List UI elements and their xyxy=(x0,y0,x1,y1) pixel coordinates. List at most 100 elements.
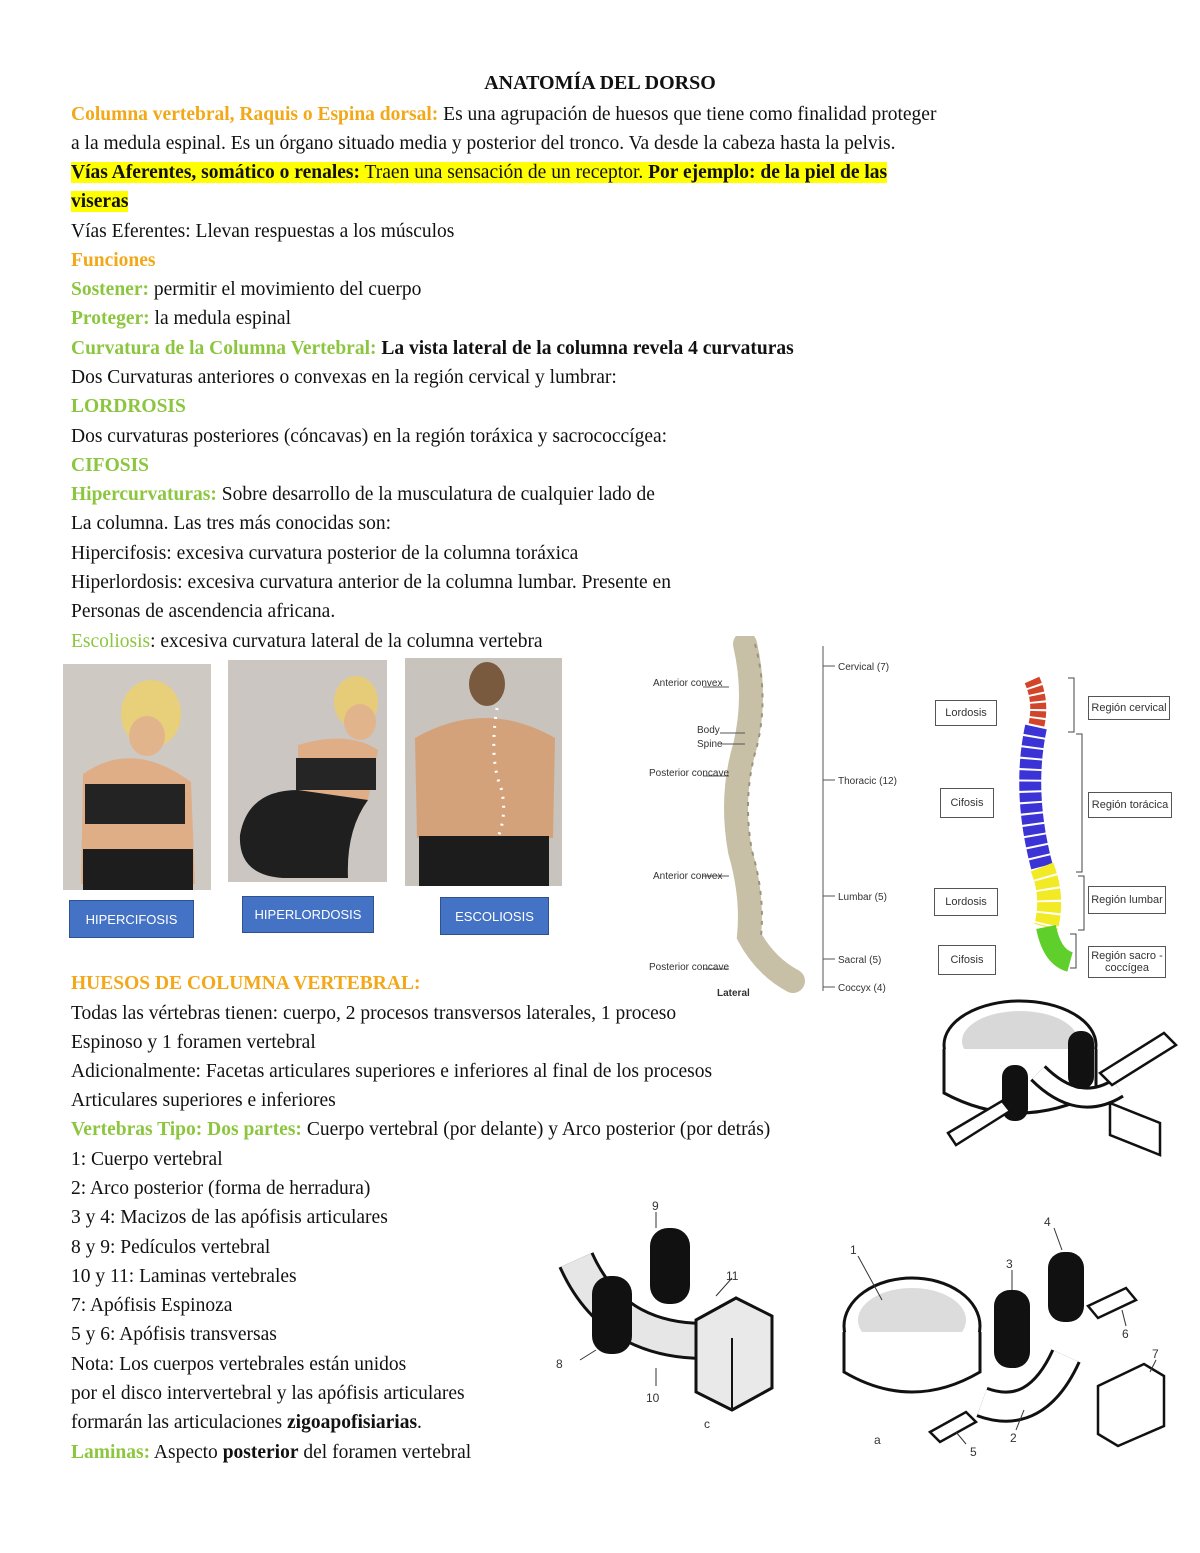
curvature-line: Curvatura de la Columna Vertebral: La vi… xyxy=(71,336,794,362)
label-a-6: 6 xyxy=(1122,1327,1129,1341)
bones-line-1: Todas las vértebras tienen: cuerpo, 2 pr… xyxy=(71,1003,677,1024)
page-title: ANATOMÍA DEL DORSO xyxy=(484,72,716,94)
note-period: . xyxy=(417,1412,422,1433)
part-item-3: 3 y 4: Macizos de las apófisis articular… xyxy=(71,1207,388,1228)
color-label-lumbar: Región lumbar xyxy=(1088,886,1166,914)
intro-line-2: a la medula espinal. Es un órgano situad… xyxy=(71,133,896,154)
part-item-1: 1: Cuerpo vertebral xyxy=(71,1149,223,1170)
hipercifosis-photo xyxy=(63,664,211,890)
label-a-1: 1 xyxy=(850,1243,857,1257)
lateral-label-sacral: Sacral (5) xyxy=(838,955,881,966)
part-item-4: 8 y 9: Pedículos vertebral xyxy=(71,1237,271,1258)
colored-spine-diagram xyxy=(1019,676,1074,972)
laminas-term: Laminas: xyxy=(71,1442,151,1463)
label-c-11: 11 xyxy=(726,1269,739,1283)
color-label-lordosis-2: Lordosis xyxy=(934,888,998,916)
lateral-label-anterior-2: Anterior convex xyxy=(653,871,722,882)
lateral-label-posterior-2: Posterior concave xyxy=(649,962,729,973)
hiperlordosis-line-2: Personas de ascendencia africana. xyxy=(71,601,336,622)
label-a-5: 5 xyxy=(970,1445,977,1459)
lateral-label-coccyx: Coccyx (4) xyxy=(838,983,886,994)
laminas-text-c: del foramen vertebral xyxy=(298,1442,472,1463)
lateral-spine-diagram: Anterior convex Body Spine Posterior con… xyxy=(649,636,897,998)
laminas-line: Laminas: Aspecto posterior del foramen v… xyxy=(71,1440,471,1466)
protect-term: Proteger: xyxy=(71,308,150,329)
lateral-label-anterior-1: Anterior convex xyxy=(653,678,722,689)
hiperlordosis-photo xyxy=(228,660,387,882)
colored-spine-brackets xyxy=(1068,677,1085,969)
anterior-curves-line: Dos Curvaturas anteriores o convexas en … xyxy=(71,367,617,388)
hyper-line: Hipercurvaturas: Sobre desarrollo de la … xyxy=(71,482,655,508)
lateral-label-spine: Spine xyxy=(697,739,723,750)
hyper-term: Hipercurvaturas: xyxy=(71,484,217,505)
color-label-sacro: Región sacro - coccígea xyxy=(1088,946,1166,978)
part-item-6: 7: Apófisis Espinoza xyxy=(71,1295,233,1316)
afferent-example-2: viseras xyxy=(71,191,129,212)
afferent-line-2: viseras xyxy=(71,189,129,215)
afferent-line-1: Vías Aferentes, somático o renales: Trae… xyxy=(71,160,888,186)
escoliosis-term: Escoliosis xyxy=(71,631,151,652)
color-label-cifosis-2: Cifosis xyxy=(938,945,996,975)
label-c-9: 9 xyxy=(652,1200,659,1213)
part-item-2: 2: Arco posterior (forma de herradura) xyxy=(71,1178,371,1199)
afferent-term: Vías Aferentes, somático o renales: xyxy=(71,162,361,183)
color-label-toracica: Región torácica xyxy=(1088,792,1172,818)
lateral-label-thoracic: Thoracic (12) xyxy=(838,776,897,787)
functions-heading: Funciones xyxy=(71,250,156,271)
color-label-lordosis-1: Lordosis xyxy=(935,700,997,726)
label-a-a: a xyxy=(874,1433,881,1447)
label-c-10: 10 xyxy=(646,1391,660,1405)
lateral-label-posterior-1: Posterior concave xyxy=(649,768,729,779)
afferent-highlight: Vías Aferentes, somático o renales: Trae… xyxy=(71,162,888,183)
afferent-example: Por ejemplo: de la piel de las xyxy=(648,162,888,183)
intro-line-1: Columna vertebral, Raquis o Espina dorsa… xyxy=(71,102,936,128)
curvature-text: La vista lateral de la columna revela 4 … xyxy=(376,338,794,359)
intro-text-1: Es una agrupación de huesos que tiene co… xyxy=(438,104,937,125)
label-a-2: 2 xyxy=(1010,1431,1017,1445)
posterior-curves-line: Dos curvaturas posteriores (cóncavas) en… xyxy=(71,426,668,447)
part-item-7: 5 y 6: Apófisis transversas xyxy=(71,1324,277,1345)
note-text: formarán las articulaciones xyxy=(71,1412,288,1433)
bones-heading: HUESOS DE COLUMNA VERTEBRAL: xyxy=(71,973,421,994)
vertebra-type-line: Vertebras Tipo: Dos partes: Cuerpo verte… xyxy=(71,1117,770,1143)
label-a-4: 4 xyxy=(1044,1215,1051,1229)
protect-text: la medula espinal xyxy=(149,308,291,329)
hiperlordosis-line: Hiperlordosis: excesiva curvatura anteri… xyxy=(71,572,671,593)
laminas-posterior: posterior xyxy=(222,1442,299,1463)
escoliosis-line: Escoliosis: excesiva curvatura lateral d… xyxy=(71,629,543,655)
cifosis-heading: CIFOSIS xyxy=(71,455,150,476)
hipercifosis-line: Hipercifosis: excesiva curvatura posteri… xyxy=(71,543,579,564)
zigoapofisiarias-term: zigoapofisiarias xyxy=(287,1412,418,1433)
lateral-label-bottom: Lateral xyxy=(717,988,750,998)
afferent-text: Traen una sensación de un receptor. xyxy=(360,162,649,183)
escoliosis-text: : excesiva curvatura lateral de la colum… xyxy=(150,631,543,652)
vertebra-type-term: Vertebras Tipo: Dos partes: xyxy=(71,1119,302,1140)
vertebra-arch-diagram-c: 9 11 8 10 c xyxy=(556,1200,774,1431)
bones-line-4: Articulares superiores e inferiores xyxy=(71,1090,336,1111)
sustain-term: Sostener: xyxy=(71,279,149,300)
label-c-8: 8 xyxy=(556,1357,563,1371)
bones-line-3: Adicionalmente: Facetas articulares supe… xyxy=(71,1061,713,1082)
vertebra-type-text: Cuerpo vertebral (por delante) y Arco po… xyxy=(301,1119,771,1140)
hiperlordosis-label: HIPERLORDOSIS xyxy=(242,896,374,933)
lateral-label-cervical: Cervical (7) xyxy=(838,662,889,673)
bones-line-2: Espinoso y 1 foramen vertebral xyxy=(71,1032,316,1053)
intro-term: Columna vertebral, Raquis o Espina dorsa… xyxy=(71,104,439,125)
hipercifosis-label: HIPERCIFOSIS xyxy=(69,900,194,938)
vertebra-parts-diagram-a: 1 4 3 6 7 2 5 a xyxy=(826,1196,1176,1462)
label-a-7: 7 xyxy=(1152,1347,1159,1361)
color-label-cifosis-1: Cifosis xyxy=(940,788,994,818)
sustain-line: Sostener: permitir el movimiento del cue… xyxy=(71,277,421,303)
curvature-term: Curvatura de la Columna Vertebral: xyxy=(71,338,377,359)
note-line-3: formarán las articulaciones zigoapofisia… xyxy=(71,1410,422,1436)
hyper-text: Sobre desarrollo de la musculatura de cu… xyxy=(216,484,655,505)
part-item-5: 10 y 11: Laminas vertebrales xyxy=(71,1266,297,1287)
note-line-1: Nota: Los cuerpos vertebrales están unid… xyxy=(71,1354,407,1375)
escoliosis-label: ESCOLIOSIS xyxy=(440,897,549,935)
note-line-2: por el disco intervertebral y las apófis… xyxy=(71,1383,465,1404)
lordosis-heading: LORDROSIS xyxy=(71,396,186,417)
protect-line: Proteger: la medula espinal xyxy=(71,306,291,332)
sustain-text: permitir el movimiento del cuerpo xyxy=(148,279,422,300)
escoliosis-photo xyxy=(405,658,562,886)
laminas-text-a: Aspecto xyxy=(150,1442,223,1463)
